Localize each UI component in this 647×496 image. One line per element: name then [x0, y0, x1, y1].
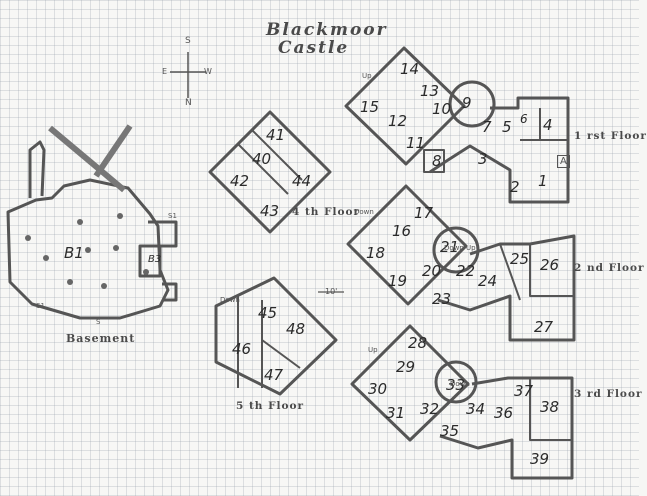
room-b1: B1 — [64, 244, 84, 262]
room-18: 18 — [366, 244, 386, 262]
room-35: 35 — [440, 422, 460, 440]
room-32: 32 — [420, 400, 440, 418]
room-40: 40 — [252, 150, 272, 168]
compass-s: S — [185, 36, 191, 46]
room-41: 41 — [266, 126, 286, 144]
room-b3: B3 — [148, 254, 162, 265]
stair-down-up-second: Down Up — [444, 244, 476, 252]
room-43: 43 — [260, 202, 280, 220]
room-26: 26 — [540, 256, 560, 274]
stair-down-third: Down — [450, 380, 470, 388]
room-13: 13 — [420, 82, 440, 100]
room-12: 12 — [388, 112, 408, 130]
first-floor-label: 1 rst Floor — [574, 130, 647, 142]
compass-e: E — [162, 67, 168, 76]
room-28: 28 — [408, 334, 428, 352]
room-27: 27 — [534, 318, 554, 336]
compass-rose — [170, 52, 206, 98]
room-8: 8 — [432, 152, 442, 170]
room-21: 21 — [440, 238, 460, 256]
compass-n: N — [185, 98, 192, 108]
third-floor-label: 3 rd Floor — [574, 388, 643, 400]
room-30: 30 — [368, 380, 388, 398]
room-29: 29 — [396, 358, 416, 376]
room-46: 46 — [232, 340, 252, 358]
second-floor-outline — [346, 184, 468, 306]
room-17: 17 — [414, 204, 434, 222]
room-6: 6 — [520, 112, 528, 126]
fifth-floor-outline — [214, 276, 338, 396]
room-7: 7 — [482, 118, 492, 136]
room-22: 22 — [456, 262, 476, 280]
fifth-floor-label: 5 th Floor — [236, 400, 305, 412]
room-16: 16 — [392, 222, 412, 240]
room-31: 31 — [386, 404, 406, 422]
room-4: 4 — [543, 116, 553, 134]
compass-w: W — [204, 67, 212, 76]
room-11: 11 — [406, 134, 426, 152]
secret-door-marker-2: S1 — [168, 212, 177, 220]
room-42: 42 — [230, 172, 250, 190]
room-37: 37 — [514, 382, 534, 400]
room-3: 3 — [478, 150, 488, 168]
scale-marker: 10' — [325, 287, 338, 296]
stair-down-fifth: Down — [220, 296, 240, 304]
room-48: 48 — [286, 320, 306, 338]
fourth-floor-label: 4 th Floor — [292, 206, 361, 218]
room-20: 20 — [422, 262, 442, 280]
stair-up-first: Up — [362, 72, 372, 80]
room-47: 47 — [264, 366, 284, 384]
room-10: 10 — [432, 100, 452, 118]
room-39: 39 — [530, 450, 550, 468]
room-5: 5 — [502, 118, 512, 136]
map-title-line2: Castle — [278, 38, 350, 58]
room-44: 44 — [292, 172, 312, 190]
room-45: 45 — [258, 304, 278, 322]
stair-up-third: Up — [368, 346, 378, 354]
third-floor-outline — [350, 324, 470, 442]
stair-down-second: Down — [354, 208, 374, 216]
map-title-line1: Blackmoor — [266, 20, 388, 40]
room-38: 38 — [540, 398, 560, 416]
secret-door-marker-3: S — [96, 318, 101, 326]
room-25: 25 — [510, 250, 530, 268]
room-14: 14 — [400, 60, 420, 78]
second-floor-label: 2 nd Floor — [574, 262, 645, 274]
room-36: 36 — [494, 404, 514, 422]
room-2: 2 — [510, 178, 520, 196]
first-floor-outline — [344, 46, 466, 166]
basement-label: Basement — [66, 332, 136, 345]
room-19: 19 — [388, 272, 408, 290]
secret-door-marker: S1 — [36, 302, 45, 310]
room-34: 34 — [466, 400, 486, 418]
room-9: 9 — [462, 94, 472, 112]
room-1: 1 — [538, 172, 548, 190]
marker-a: A — [557, 155, 570, 168]
room-23: 23 — [432, 290, 452, 308]
room-33: 33 — [446, 376, 466, 394]
room-24: 24 — [478, 272, 498, 290]
room-15: 15 — [360, 98, 380, 116]
